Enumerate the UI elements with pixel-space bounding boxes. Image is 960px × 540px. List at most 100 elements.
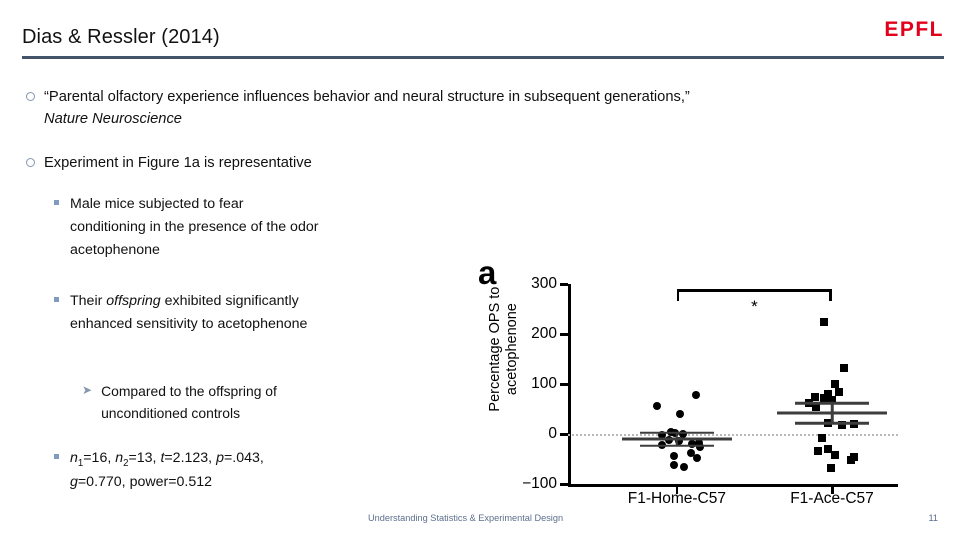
data-point xyxy=(818,434,827,442)
y-tick xyxy=(560,483,568,486)
offspring-post: exhibited significantly enhanced sensiti… xyxy=(70,293,308,332)
error-bar-stem xyxy=(675,432,679,446)
x-axis-label: F1-Ace-C57 xyxy=(790,490,874,507)
arrow-bullet-icon: ➤ xyxy=(82,383,93,397)
subbullet-male-mice-text: Male mice subjected to fear conditioning… xyxy=(70,196,319,258)
stat-n1-subscript: 1 xyxy=(77,457,84,469)
stat-n1-value: =16, xyxy=(83,450,116,466)
footer-page-number: 11 xyxy=(928,513,938,523)
data-point xyxy=(838,421,847,429)
data-point xyxy=(652,401,661,410)
data-point xyxy=(675,410,684,418)
stat-t-symbol: t xyxy=(160,450,165,466)
y-tick xyxy=(560,383,568,386)
x-axis-label: F1-Home-C57 xyxy=(627,490,726,507)
data-point xyxy=(657,431,666,439)
footer-course-title: Understanding Statistics & Experimental … xyxy=(368,513,564,523)
zero-reference-line xyxy=(568,434,898,436)
bullet-experiment: Experiment in Figure 1a is representativ… xyxy=(26,152,312,174)
data-point xyxy=(687,449,696,457)
stat-n2-subscript: 2 xyxy=(123,457,129,469)
stat-t-value: =2.123, xyxy=(164,450,217,466)
quote-line: “Parental olfactory experience influence… xyxy=(44,89,690,105)
square-bullet-icon xyxy=(54,200,59,205)
bracket-left-arm xyxy=(676,289,680,301)
y-tick-label: 100 xyxy=(531,375,557,392)
offspring-emphasis: offspring xyxy=(106,293,161,309)
y-tick xyxy=(560,283,568,286)
stat-power-symbol: power xyxy=(129,474,169,491)
slide-content: “Parental olfactory experience influence… xyxy=(0,62,960,507)
y-tick xyxy=(560,433,568,436)
slide-footer: Understanding Statistics & Experimental … xyxy=(0,502,960,540)
y-tick-label: 300 xyxy=(531,275,557,292)
subbullet-statistics: n1=16, n2=13, t=2.123, p=.043,g=0.770, p… xyxy=(54,447,320,494)
stat-p-value: =.043, xyxy=(223,450,264,466)
data-point xyxy=(824,390,833,398)
subbullet-offspring-text: Their offspring exhibited significantly … xyxy=(70,290,320,336)
statistics-text: n1=16, n2=13, t=2.123, p=.043,g=0.770, p… xyxy=(70,447,320,494)
stat-g-value: =0.770, xyxy=(77,474,130,491)
stat-power-value: =0.512 xyxy=(168,474,213,491)
error-bar-lower xyxy=(795,421,869,425)
data-point xyxy=(678,430,687,438)
data-point xyxy=(814,447,823,455)
data-point xyxy=(835,387,844,396)
bullet-quote: “Parental olfactory experience influence… xyxy=(26,86,690,131)
data-point xyxy=(669,461,678,469)
data-point xyxy=(812,402,821,411)
x-tick xyxy=(831,484,834,494)
data-point xyxy=(827,396,836,404)
epfl-logo: EPFL xyxy=(884,19,944,40)
circle-bullet-icon xyxy=(26,92,35,101)
y-axis-title: Percentage OPS to acetophenone xyxy=(486,286,520,412)
stat-n2-value: =13, xyxy=(128,450,161,466)
circle-bullet-icon xyxy=(26,158,35,167)
panel-letter-a: a xyxy=(478,254,497,291)
y-tick-label: 200 xyxy=(531,325,557,342)
data-point xyxy=(830,380,839,388)
data-point xyxy=(674,437,683,445)
subsubbullet-compared-text: Compared to the offspring of uncondition… xyxy=(101,383,277,422)
journal-name: Nature Neuroscience xyxy=(44,111,182,128)
square-bullet-icon xyxy=(54,454,59,459)
data-point xyxy=(692,391,701,399)
stat-p-symbol: p xyxy=(216,450,224,466)
stat-n1-symbol: n xyxy=(70,450,78,466)
error-bar-stem xyxy=(830,403,834,423)
data-point xyxy=(839,364,848,372)
data-point xyxy=(847,456,856,464)
title-underline-rule xyxy=(22,56,944,59)
data-point xyxy=(820,394,829,402)
data-point xyxy=(695,443,704,451)
data-point xyxy=(819,317,828,326)
data-point xyxy=(687,440,696,448)
data-point xyxy=(826,464,835,472)
subbullet-offspring: Their offspring exhibited significantly … xyxy=(54,290,320,336)
x-tick xyxy=(675,484,679,494)
bracket-top-line xyxy=(676,289,832,292)
bullet-quote-text: “Parental olfactory experience influence… xyxy=(44,86,690,131)
offspring-pre: Their xyxy=(70,293,107,309)
bullet-experiment-text: Experiment in Figure 1a is representativ… xyxy=(44,155,312,171)
data-point xyxy=(811,392,820,401)
data-point xyxy=(679,462,688,471)
x-axis-line xyxy=(568,484,898,487)
y-tick xyxy=(560,333,568,336)
data-point xyxy=(824,445,833,453)
significance-asterisk: * xyxy=(751,297,758,316)
stat-n2-symbol: n xyxy=(115,450,124,466)
error-bar-lower xyxy=(639,444,714,447)
data-point xyxy=(670,452,679,460)
square-bullet-icon xyxy=(54,297,59,302)
y-tick-label: 0 xyxy=(548,425,557,442)
subbullet-male-mice: Male mice subjected to fear conditioning… xyxy=(54,193,320,262)
page-title: Dias & Ressler (2014) xyxy=(22,26,220,48)
bracket-right-arm xyxy=(829,289,832,301)
data-point xyxy=(692,454,701,462)
epfl-logo-text: EPFL xyxy=(884,18,944,41)
y-axis-line xyxy=(568,284,571,484)
subsubbullet-compared: ➤ Compared to the offspring of unconditi… xyxy=(82,380,341,425)
